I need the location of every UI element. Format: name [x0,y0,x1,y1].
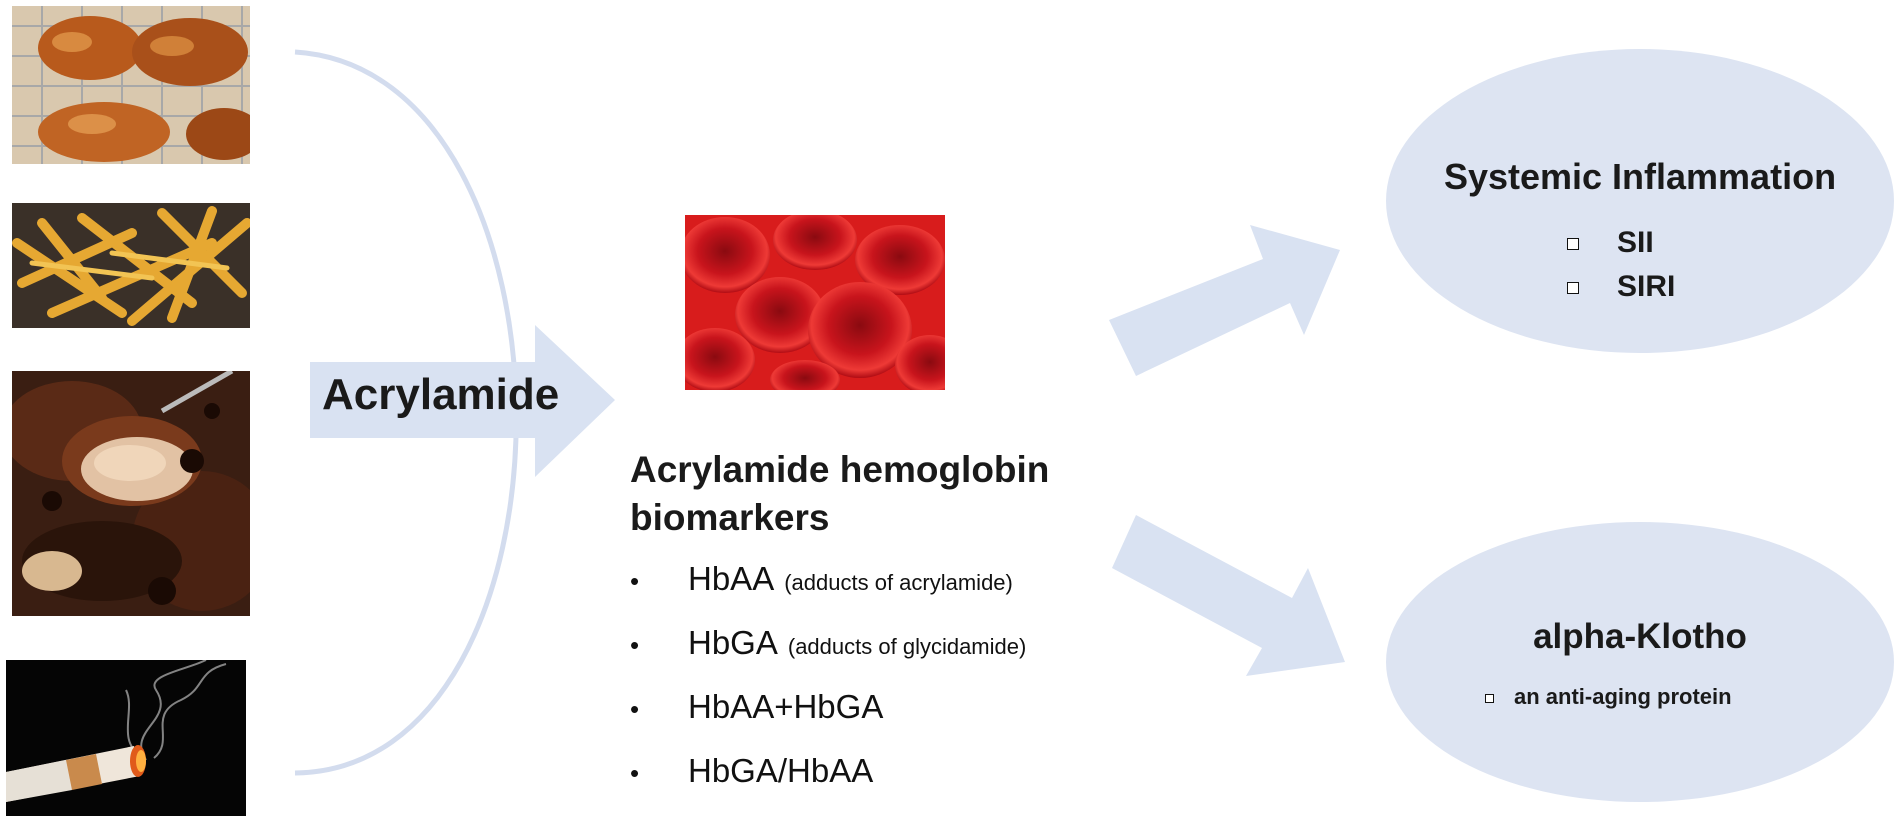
acrylamide-arrow [310,325,615,477]
biomarker-name: HbGA/HbAA [688,752,874,789]
inflammation-item-sii: SII [1567,226,1654,260]
bullet: • [630,694,640,724]
biomarker-name: HbGA [688,624,778,661]
klotho-ellipse [1386,522,1894,802]
square-bullet-icon [1567,282,1579,295]
bullet: • [630,758,640,788]
french-fries-photo [12,203,250,328]
biomarker-name: HbAA [688,560,775,597]
fried-chicken-photo [12,6,250,164]
cigarette-smoke-photo [6,660,246,816]
bullet: • [630,566,640,596]
biomarker-note: (adducts of glycidamide) [787,634,1027,659]
biomarkers-title: Acrylamide hemoglobin biomarkers [630,449,1050,538]
inflammation-item-siri: SIRI [1567,270,1675,304]
acrylamide-label: Acrylamide [322,370,560,419]
biomarker-note: (adducts of acrylamide) [784,570,1013,595]
klotho-item: an anti-aging protein [1485,684,1732,710]
biomarker-name: HbAA+HbGA [688,688,884,725]
inflammation-ellipse [1386,49,1894,353]
bullet: • [630,630,640,660]
inflammation-title: Systemic Inflammation [1443,156,1837,197]
red-blood-cells-photo [685,215,945,390]
square-bullet-icon [1567,238,1579,251]
grilled-meat-photo [12,371,250,616]
square-bullet-icon [1485,693,1494,703]
arrow-to-klotho [1112,515,1345,676]
arrow-to-inflammation [1109,225,1340,376]
klotho-title: alpha-Klotho [1533,617,1747,656]
